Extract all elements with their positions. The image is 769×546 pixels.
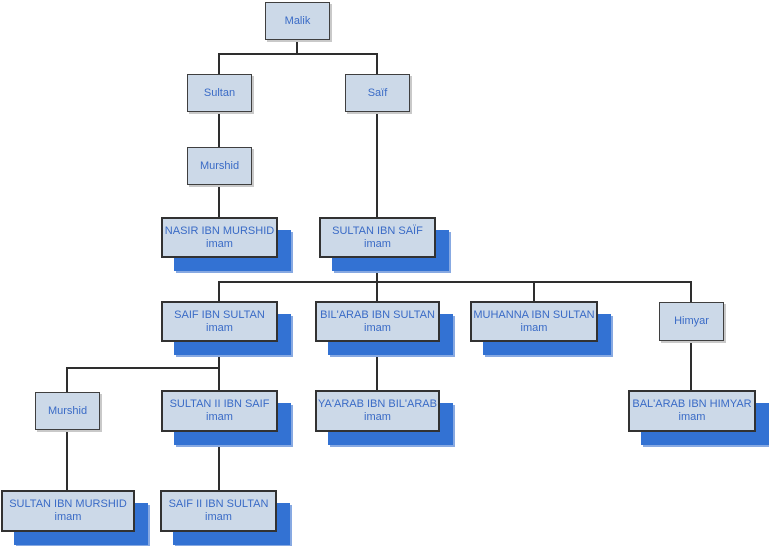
connector-gen2-horizontal [218, 53, 378, 55]
node-label: YA'ARAB IBN BIL'ARAB [318, 398, 437, 410]
tree-node-yaarab-ibn-bilarab[interactable]: YA'ARAB IBN BIL'ARAB imam [315, 390, 440, 432]
connector-to-sultan [218, 53, 220, 74]
node-label: SULTAN IBN MURSHID [9, 498, 127, 510]
connector-saifibnsultan-down [218, 342, 220, 368]
node-role: imam [206, 321, 233, 334]
node-role: imam [364, 321, 391, 334]
connector-to-himyar [690, 281, 692, 302]
node-role: imam [206, 411, 233, 423]
connector-murshidb-sultanibnmurshid [66, 430, 68, 490]
node-role: imam [206, 237, 233, 250]
tree-node-sultan-ibn-murshid[interactable]: SULTAN IBN MURSHID imam [1, 490, 135, 532]
node-role: imam [678, 411, 706, 423]
node-label: SULTAN II IBN SAIF [169, 398, 270, 410]
connector-to-saif [376, 53, 378, 74]
tree-node-sultan[interactable]: Sultan [187, 74, 252, 112]
node-label: NASIR IBN MURSHID [164, 224, 275, 237]
connector-himyar-balarab [690, 341, 692, 390]
tree-node-balarab-ibn-himyar[interactable]: BAL'ARAB IBN HIMYAR imam [628, 390, 756, 432]
connector-malik-down [296, 40, 298, 55]
node-label: MUHANNA IBN SULTAN [473, 308, 595, 321]
node-label: Saïf [367, 86, 388, 99]
connector-gen5-horizontal [218, 281, 692, 283]
connector-saif-sultanibnsaif [376, 112, 378, 217]
node-label: Murshid [199, 159, 240, 172]
node-label: BAL'ARAB IBN HIMYAR [632, 398, 752, 410]
tree-node-saif-ii-ibn-sultan[interactable]: SAIF II IBN SULTAN imam [160, 490, 277, 532]
tree-node-muhanna-ibn-sultan[interactable]: MUHANNA IBN SULTAN imam [470, 301, 598, 342]
node-label: Sultan [203, 86, 236, 99]
tree-node-murshid-b[interactable]: Murshid [35, 392, 100, 430]
connector-bilarab-yaarab [376, 342, 378, 390]
tree-node-malik[interactable]: Malik [265, 2, 330, 40]
tree-node-sultan-ii-ibn-saif[interactable]: SULTAN II IBN SAIF imam [161, 390, 278, 432]
node-label: BIL'ARAB IBN SULTAN [320, 308, 435, 321]
connector-gen6-horizontal [66, 367, 220, 369]
node-label: Himyar [674, 315, 709, 327]
node-role: imam [520, 321, 548, 334]
node-role: imam [364, 237, 391, 250]
node-label: SAIF II IBN SULTAN [168, 498, 269, 510]
connector-murshid-nasir [218, 185, 220, 217]
node-label: SULTAN IBN SAÏF [332, 224, 423, 237]
connector-sultan-murshid [218, 112, 220, 147]
tree-node-murshid-a[interactable]: Murshid [187, 147, 252, 185]
connector-to-sultan-ii [218, 367, 220, 390]
connector-sultanibnsaif-down [376, 258, 378, 282]
tree-node-himyar[interactable]: Himyar [659, 302, 724, 341]
tree-node-saif[interactable]: Saïf [345, 74, 410, 112]
tree-node-nasir-ibn-murshid[interactable]: NASIR IBN MURSHID imam [161, 217, 278, 258]
connector-to-murshid-b [66, 367, 68, 392]
tree-node-sultan-ibn-saif[interactable]: SULTAN IBN SAÏF imam [319, 217, 436, 258]
connector-sultanii-saifii [218, 431, 220, 490]
node-role: imam [205, 511, 232, 523]
node-role: imam [364, 411, 391, 423]
node-label: SAIF IBN SULTAN [174, 308, 265, 321]
tree-node-bilarab-ibn-sultan[interactable]: BIL'ARAB IBN SULTAN imam [315, 301, 440, 342]
tree-node-saif-ibn-sultan[interactable]: SAIF IBN SULTAN imam [161, 301, 278, 342]
node-label: Murshid [47, 404, 88, 417]
connector-to-muhanna [533, 281, 535, 301]
node-label: Malik [284, 14, 311, 27]
node-role: imam [54, 511, 82, 523]
connector-to-saifibnsultan [218, 281, 220, 301]
connector-to-bilarab [376, 281, 378, 301]
